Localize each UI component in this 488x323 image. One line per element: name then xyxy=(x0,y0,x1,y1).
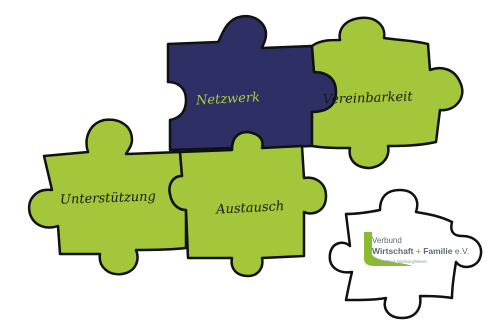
logo-brand-a: Wirtschaft xyxy=(372,246,414,256)
logo-mark xyxy=(364,232,412,266)
logo-brand: Wirtschaft + Familie e.V. xyxy=(372,246,469,256)
vereinbarkeit-label: Vereinbarkeit xyxy=(323,89,414,107)
vereinbarkeit-shape xyxy=(310,16,464,170)
logo-tagline: im Landkreis Nienburg/Weser xyxy=(372,259,428,264)
logo-plus: + xyxy=(416,246,421,256)
puzzle-piece-austausch: Austausch xyxy=(168,130,328,278)
puzzle-piece-vereinbarkeit: Vereinbarkeit xyxy=(310,16,464,170)
logo-brand-b: Familie xyxy=(423,246,453,256)
logo-piece-shape xyxy=(328,188,483,320)
puzzle-piece-unterstuetzung: Unterstützung xyxy=(27,118,188,276)
unterstuetzung-label: Unterstützung xyxy=(60,189,156,207)
logo-check-icon xyxy=(364,232,412,266)
austausch-shape xyxy=(168,130,328,278)
austausch-label: Austausch xyxy=(215,199,285,218)
netzwerk-label: Netzwerk xyxy=(195,90,261,108)
logo-line1: Verbund xyxy=(372,236,402,245)
logo-suffix: e.V. xyxy=(455,246,469,256)
puzzle-piece-logo xyxy=(328,188,483,320)
